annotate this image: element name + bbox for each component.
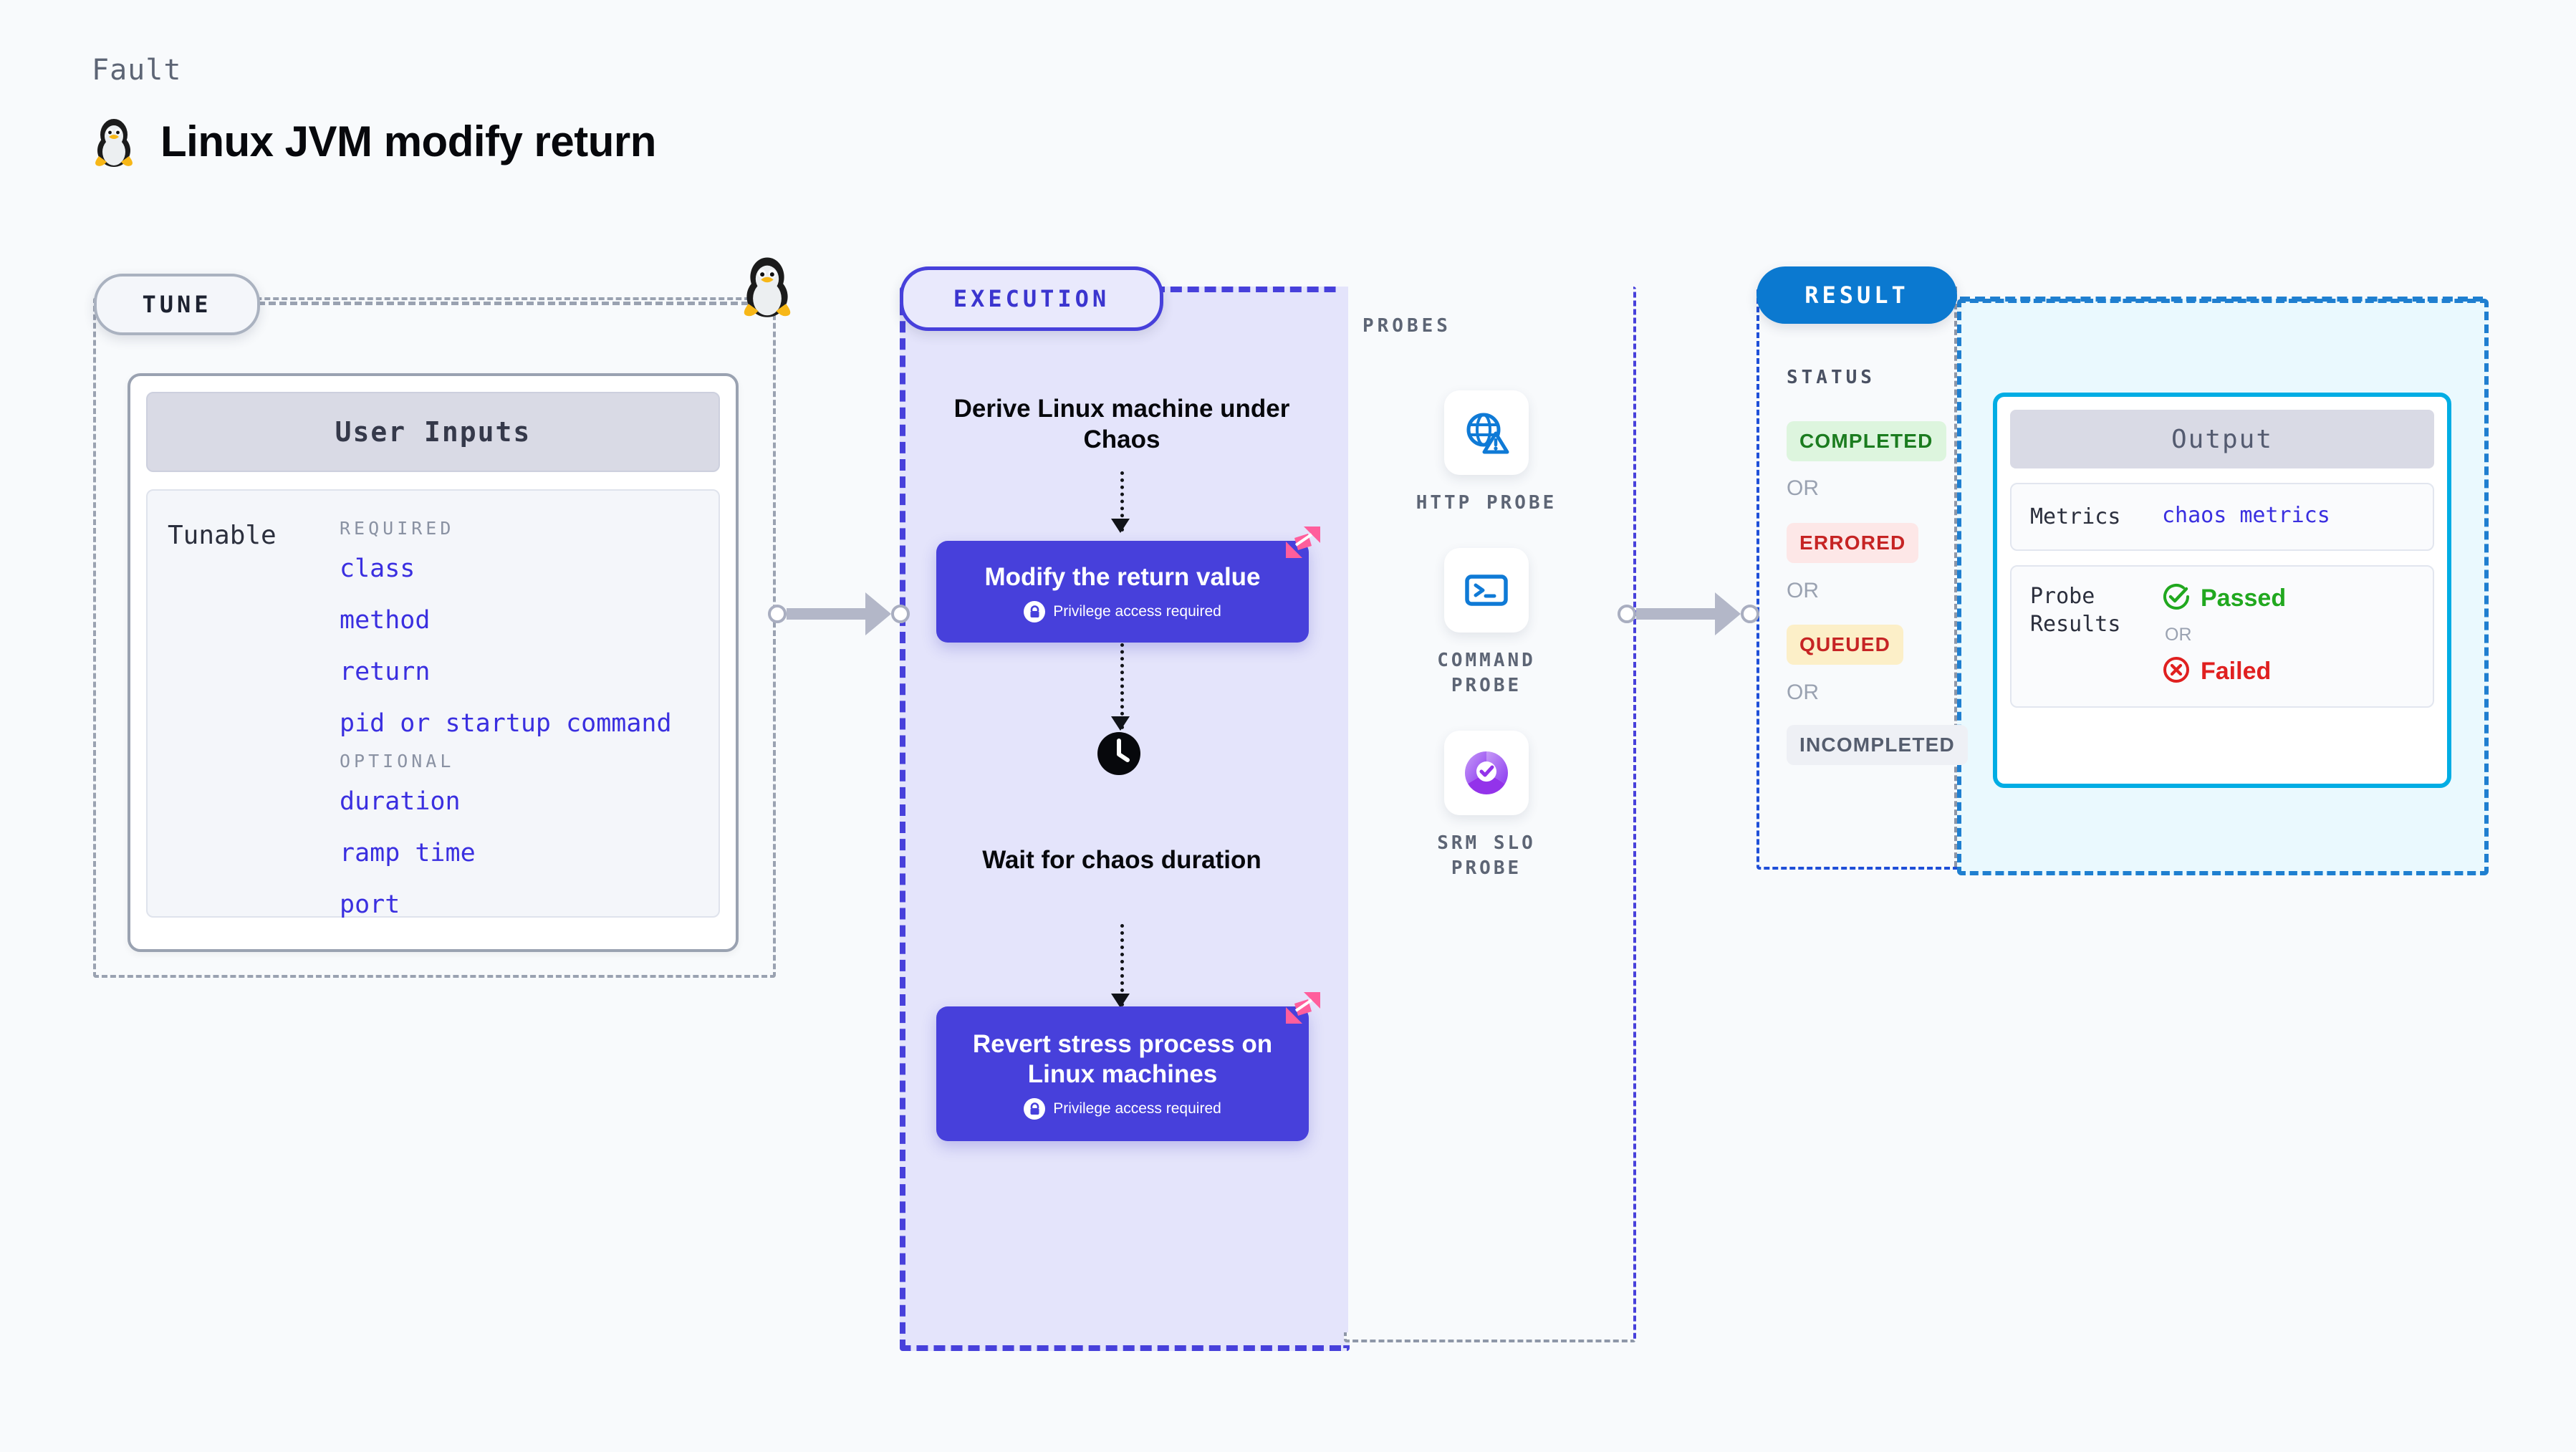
connector-bar: [787, 608, 867, 620]
optional-group-label: OPTIONAL: [340, 751, 455, 771]
probe-results-key: Probe Results: [2030, 584, 2121, 637]
execution-stage-panel: [900, 287, 1350, 1351]
connector-end-dot: [891, 605, 910, 623]
tune-stage-panel: [93, 297, 776, 978]
user-inputs-card-header: User Inputs: [146, 392, 720, 472]
privilege-note-text: Privilege access required: [1053, 603, 1221, 620]
connector-execution-to-result: [1618, 592, 1759, 635]
action-title: Revert stress process on Linux machines: [972, 1030, 1273, 1088]
user-inputs-card: User Inputs Tunable REQUIRED class metho…: [128, 373, 739, 952]
execution-step-wait-duration: Wait for chaos duration: [982, 846, 1261, 874]
status-or-label: OR: [1787, 579, 1819, 602]
probe-label: COMMAND PROBE: [1437, 650, 1536, 697]
status-badge-queued: QUEUED: [1787, 625, 1903, 665]
probe-label: HTTP PROBE: [1416, 492, 1557, 514]
output-row-probe-results: Probe Results Passed OR: [2010, 565, 2434, 708]
result-leader-line: [1960, 297, 2483, 302]
tux-penguin-icon: [92, 115, 136, 168]
lock-icon: [1024, 601, 1046, 622]
terminal-icon: [1444, 548, 1529, 633]
user-inputs-title: User Inputs: [335, 416, 532, 448]
connector-tune-to-execution: [768, 592, 910, 635]
x-circle-icon: [2162, 655, 2191, 688]
probe-label: SRM SLO PROBE: [1437, 832, 1536, 880]
required-group-label: REQUIRED: [340, 518, 455, 539]
connector-arrowhead: [865, 592, 891, 635]
probe-result-failed: Failed: [2162, 655, 2286, 688]
tune-stage-pill[interactable]: TUNE: [94, 274, 260, 335]
output-card: Output Metrics chaos metrics Probe Resul…: [1993, 393, 2451, 788]
lock-icon: [1024, 1098, 1046, 1120]
result-stage-panel: [1756, 287, 1960, 870]
page-title-row: Linux JVM modify return: [92, 115, 656, 168]
execution-action-revert-stress-process[interactable]: Revert stress process on Linux machines …: [936, 992, 1320, 1141]
clock-icon: [1096, 731, 1142, 780]
probe-results-values: Passed OR Failed: [2162, 582, 2286, 688]
probe-command[interactable]: COMMAND PROBE: [1397, 548, 1576, 698]
probes-section-title: PROBES: [1363, 315, 1451, 337]
connector-start-dot: [1618, 605, 1636, 623]
tunable-row-label: Tunable: [168, 521, 277, 550]
tunable-item-class[interactable]: class: [340, 554, 415, 583]
result-panel-right-border: [1954, 287, 1957, 867]
connector-end-dot: [1741, 605, 1759, 623]
tunable-item-pid-or-startup-command[interactable]: pid or startup command: [340, 709, 672, 738]
action-title: Modify the return value: [984, 563, 1261, 591]
connector-bar: [1636, 608, 1716, 620]
failed-label: Failed: [2201, 658, 2272, 685]
tunable-item-port[interactable]: port: [340, 890, 400, 919]
probe-result-passed: Passed: [2162, 582, 2286, 615]
globe-warning-icon: [1444, 390, 1529, 475]
check-circle-icon: [2162, 582, 2191, 615]
status-badge-completed: COMPLETED: [1787, 421, 1946, 461]
tunable-section: Tunable REQUIRED class method return pid…: [146, 489, 720, 919]
probes-panel-edge-mask: [1341, 287, 1348, 1332]
status-badge-errored: ERRORED: [1787, 523, 1919, 563]
execution-flow: Derive Linux machine under Chaos Modify …: [900, 287, 1344, 1340]
privilege-note: Privilege access required: [1024, 601, 1221, 622]
harness-logo-icon: [1284, 524, 1322, 564]
tunable-parameter-list: REQUIRED class method return pid or star…: [340, 491, 672, 919]
status-or-label: OR: [1787, 476, 1819, 500]
tunable-item-ramp-time[interactable]: ramp time: [340, 839, 476, 867]
output-card-header: Output: [2010, 410, 2434, 468]
metrics-value[interactable]: chaos metrics: [2162, 503, 2330, 528]
connector-arrowhead: [1715, 592, 1741, 635]
connector-start-dot: [768, 605, 787, 623]
tune-leader-line: [258, 302, 759, 305]
tunable-item-duration[interactable]: duration: [340, 787, 461, 816]
privilege-note: Privilege access required: [1024, 1098, 1221, 1120]
harness-logo-icon: [1284, 989, 1322, 1030]
page-title: Linux JVM modify return: [160, 117, 656, 165]
output-title: Output: [2171, 424, 2274, 454]
probe-srm-slo[interactable]: SRM SLO PROBE: [1397, 731, 1576, 881]
execution-action-modify-return-value[interactable]: Modify the return value Privilege access…: [936, 527, 1320, 643]
slo-donut-check-icon: [1444, 731, 1529, 815]
page-kicker: Fault: [92, 54, 182, 87]
tux-penguin-marker-icon: [739, 252, 795, 322]
status-or-label: OR: [1787, 681, 1819, 704]
execution-step-derive-machine: Derive Linux machine under Chaos: [953, 395, 1290, 453]
metrics-key: Metrics: [2030, 504, 2121, 529]
probe-http[interactable]: HTTP PROBE: [1397, 390, 1576, 516]
status-section-title: STATUS: [1787, 367, 1875, 388]
tunable-item-return[interactable]: return: [340, 658, 431, 686]
passed-label: Passed: [2201, 585, 2287, 612]
result-stage-pill[interactable]: RESULT: [1756, 266, 1957, 324]
tunable-item-method[interactable]: method: [340, 606, 431, 635]
status-badge-incompleted: INCOMPLETED: [1787, 725, 1968, 765]
output-row-metrics: Metrics chaos metrics: [2010, 483, 2434, 551]
privilege-note-text: Privilege access required: [1053, 1100, 1221, 1117]
execution-stage-pill[interactable]: EXECUTION: [900, 266, 1163, 331]
probe-result-or-label: OR: [2165, 625, 2192, 645]
